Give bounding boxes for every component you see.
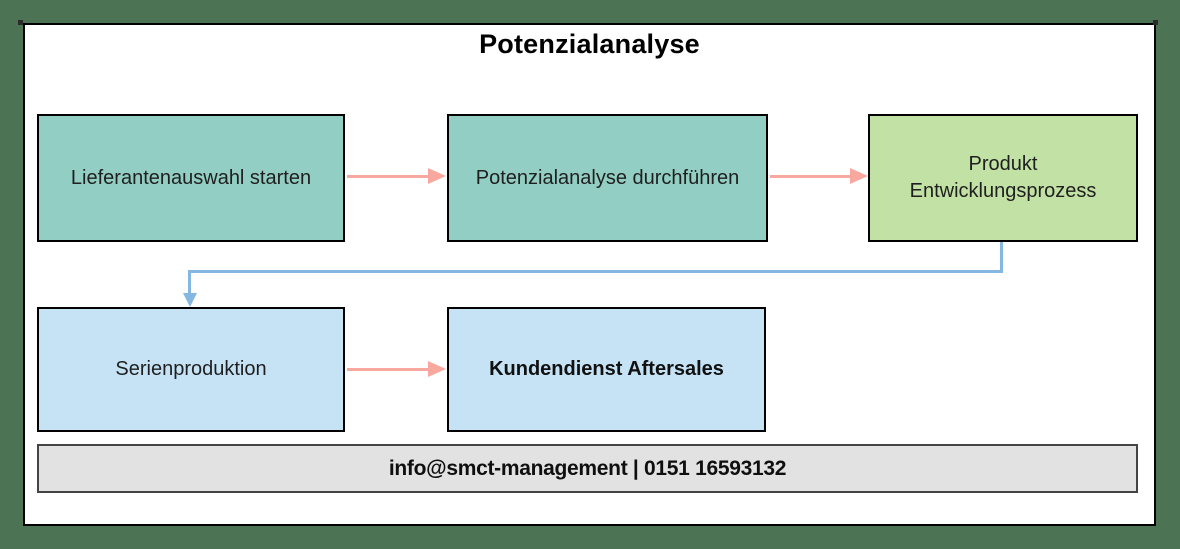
- arrow-right-icon: [850, 168, 868, 184]
- diagram-page: Potenzialanalyse Lieferantenauswahl star…: [18, 20, 1158, 526]
- node-label: Lieferantenauswahl starten: [70, 166, 312, 189]
- node-potenzialanalyse-durchfuehren: Potenzialanalyse durchführen: [447, 114, 768, 242]
- arrow-right-icon: [428, 168, 446, 184]
- corner-mark-top-right: [1153, 20, 1158, 25]
- node-label: Potenzialanalyse durchführen: [475, 166, 740, 189]
- edge-elbow-horizontal-segment: [188, 270, 1003, 273]
- edge-line-lieferanten-to-potenzial: [347, 175, 433, 178]
- footer-contact-text: info@smct-management | 0151 16593132: [388, 456, 787, 480]
- arrow-down-icon: [183, 293, 197, 307]
- node-lieferantenauswahl-starten: Lieferantenauswahl starten: [37, 114, 345, 242]
- node-label: Kundendienst Aftersales: [489, 358, 724, 380]
- edge-line-potenzial-to-produkt: [770, 175, 854, 178]
- edge-line-serien-to-kundendienst: [347, 368, 433, 371]
- node-kundendienst-aftersales: Kundendienst Aftersales: [447, 307, 766, 432]
- footer-contact-bar: info@smct-management | 0151 16593132: [37, 444, 1138, 493]
- node-label: Produkt Entwicklungsprozess: [909, 153, 1097, 202]
- arrow-right-icon: [428, 361, 446, 377]
- node-label: Serienproduktion: [115, 358, 267, 380]
- edge-elbow-serien-down-segment: [188, 270, 191, 295]
- corner-mark-top-left: [18, 20, 23, 25]
- node-produkt-entwicklungsprozess: Produkt Entwicklungsprozess: [868, 114, 1138, 242]
- edge-elbow-produkt-down-segment: [1000, 242, 1003, 273]
- diagram-title: Potenzialanalyse: [479, 29, 700, 59]
- node-serienproduktion: Serienproduktion: [37, 307, 345, 432]
